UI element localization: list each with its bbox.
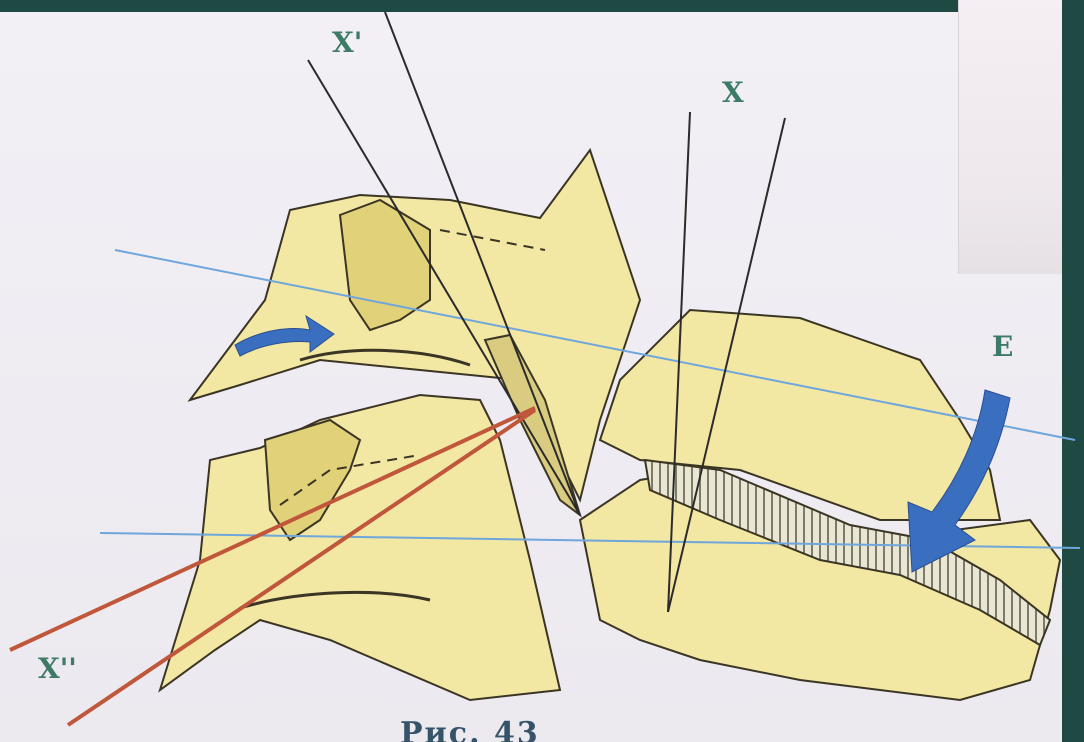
figure-caption: Рис. 43 [400,716,540,742]
label-x: X [722,76,744,109]
label-x-double-prime: X'' [38,652,77,685]
vertebral-bodies [580,310,1060,700]
label-e: E [992,330,1013,363]
lower-vertebra [160,395,560,700]
label-x-prime: X' [332,26,362,59]
